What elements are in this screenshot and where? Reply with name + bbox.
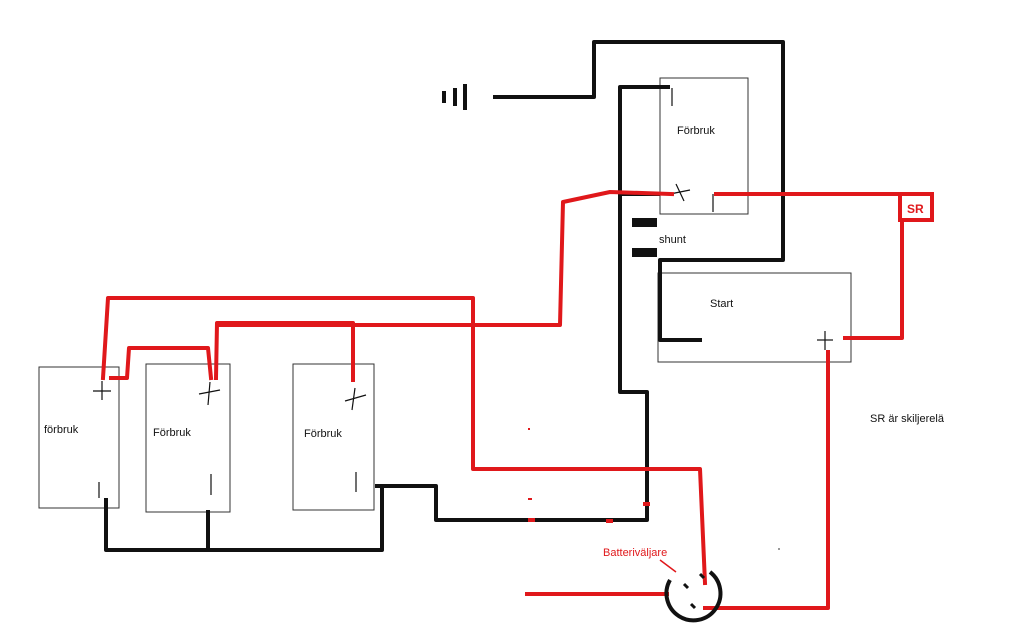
sr-label: SR	[907, 202, 924, 216]
selector-label: Batteriväljare	[603, 547, 667, 559]
main-positive-wire	[215, 190, 675, 327]
battery-label: Förbruk	[677, 125, 715, 137]
sr-start-wire	[843, 218, 904, 340]
battery-forbruk-4: Förbruk	[659, 77, 749, 215]
battery-start: Start	[657, 272, 852, 363]
battery-label: Start	[710, 298, 733, 310]
battery-label: förbruk	[44, 424, 79, 436]
battery-forbruk-2: Förbruk	[145, 363, 231, 513]
positive-wiring	[100, 190, 904, 610]
battery-selector: Batteriväljare	[603, 547, 723, 623]
start-selector-wire	[703, 350, 830, 610]
battery-selector-switch-icon	[664, 570, 723, 623]
forbruk-1-positive-wire	[100, 296, 708, 586]
ground-loop-wire	[493, 40, 785, 342]
battery-forbruk-1: förbruk	[38, 366, 120, 509]
forbruk-4-negative-wire	[375, 85, 670, 522]
shunt: shunt	[632, 218, 686, 257]
sr-relay: SR	[898, 192, 934, 222]
forbruk-3-positive-wire	[213, 321, 355, 382]
ground-icon	[442, 84, 467, 110]
battery-label: Förbruk	[153, 427, 191, 439]
shunt-label: shunt	[659, 234, 686, 246]
forbruk-1-2-link-wire	[109, 346, 214, 381]
battery-label: Förbruk	[304, 428, 342, 440]
bottom-negative-bus	[104, 484, 384, 552]
battery-forbruk-3: Förbruk	[292, 363, 375, 511]
sr-note: SR är skiljerelä	[870, 413, 945, 425]
